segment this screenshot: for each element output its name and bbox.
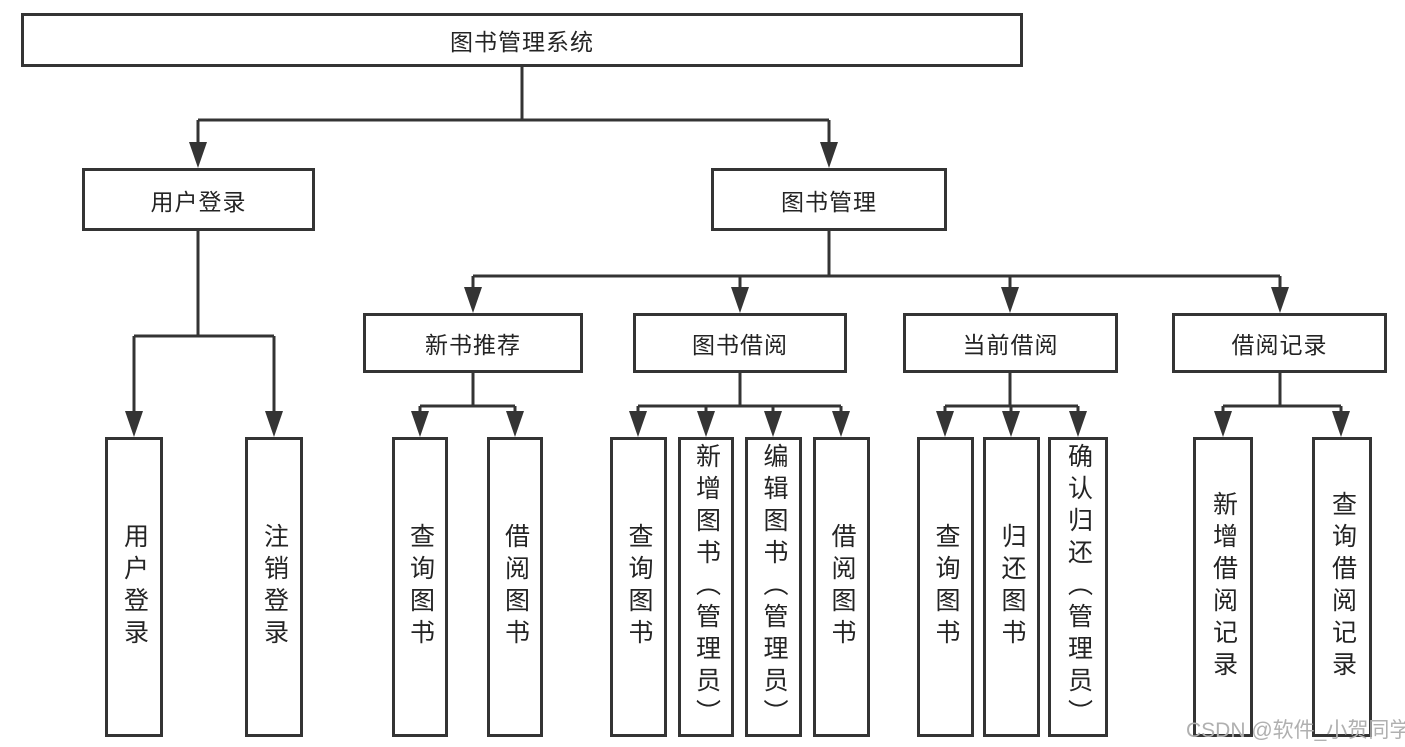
arrowhead-icon — [697, 411, 715, 437]
node-book-borrow: 图书借阅 — [633, 313, 847, 373]
leaf-return-books: 归还图书 — [983, 437, 1040, 737]
leaf-label: 查询借阅记录 — [1328, 491, 1357, 683]
leaf-label: 查询图书 — [625, 523, 653, 651]
node-current-borrow-label: 当前借阅 — [962, 332, 1059, 358]
leaf-label: 编辑图书（管理员） — [760, 443, 788, 731]
node-user-login-label: 用户登录 — [150, 188, 247, 215]
node-new-book-recommend-label: 新书推荐 — [425, 332, 521, 358]
leaf-add-books-admin: 新增图书（管理员） — [678, 437, 734, 737]
leaf-edit-books-admin: 编辑图书（管理员） — [745, 437, 802, 737]
connector — [471, 231, 1282, 290]
node-root-label: 图书管理系统 — [450, 29, 594, 55]
leaf-user-login: 用户登录 — [105, 437, 163, 737]
connector — [943, 373, 1080, 414]
connector — [132, 231, 276, 414]
arrowhead-icon — [189, 142, 207, 168]
leaf-user-login-label: 用户登录 — [120, 523, 149, 651]
leaf-label: 借阅图书 — [501, 523, 530, 651]
connector — [1221, 373, 1343, 414]
arrowhead-icon — [464, 287, 482, 313]
node-borrow-records: 借阅记录 — [1172, 313, 1387, 373]
arrowhead-icon — [125, 411, 143, 437]
leaf-confirm-return-admin: 确认归还（管理员） — [1048, 437, 1108, 737]
leaf-label: 新增借阅记录 — [1209, 491, 1238, 683]
node-root: 图书管理系统 — [21, 13, 1023, 67]
node-user-login: 用户登录 — [82, 168, 315, 231]
arrowhead-icon — [832, 411, 850, 437]
leaf-label: 归还图书 — [998, 523, 1026, 651]
leaf-query-borrow-record: 查询借阅记录 — [1312, 437, 1372, 737]
node-book-management-label: 图书管理 — [781, 188, 877, 215]
connector — [418, 373, 517, 414]
leaf-label: 查询图书 — [406, 523, 435, 651]
arrowhead-icon — [411, 411, 429, 437]
leaf-label: 查询图书 — [932, 523, 960, 651]
leaf-logout: 注销登录 — [245, 437, 303, 737]
arrowhead-icon — [1069, 411, 1087, 437]
arrowhead-icon — [1332, 411, 1350, 437]
leaf-add-borrow-record: 新增借阅记录 — [1193, 437, 1253, 737]
node-current-borrow: 当前借阅 — [903, 313, 1118, 373]
leaf-query-books-current: 查询图书 — [917, 437, 974, 737]
node-book-management: 图书管理 — [711, 168, 947, 231]
arrowhead-icon — [764, 411, 782, 437]
leaf-borrow-books: 借阅图书 — [813, 437, 870, 737]
leaf-logout-label: 注销登录 — [260, 523, 289, 651]
csdn-watermark: CSDN @软件_小贺同学 — [1186, 719, 1405, 742]
connector — [196, 67, 831, 146]
leaf-borrow-books-recommend: 借阅图书 — [487, 437, 543, 737]
arrowhead-icon — [820, 142, 838, 168]
arrowhead-icon — [265, 411, 283, 437]
connector — [636, 373, 843, 414]
arrowhead-icon — [1001, 287, 1019, 313]
leaf-query-books-recommend: 查询图书 — [392, 437, 448, 737]
arrowhead-icon — [1002, 411, 1020, 437]
leaf-label: 确认归还（管理员） — [1064, 443, 1093, 731]
node-borrow-records-label: 借阅记录 — [1231, 332, 1328, 358]
arrowhead-icon — [731, 287, 749, 313]
arrowhead-icon — [629, 411, 647, 437]
arrowhead-icon — [936, 411, 954, 437]
arrowhead-icon — [1214, 411, 1232, 437]
arrowhead-icon — [506, 411, 524, 437]
node-new-book-recommend: 新书推荐 — [363, 313, 583, 373]
node-book-borrow-label: 图书借阅 — [692, 332, 788, 358]
arrowhead-icon — [1271, 287, 1289, 313]
leaf-label: 新增图书（管理员） — [692, 443, 721, 731]
leaf-query-books-borrow: 查询图书 — [610, 437, 667, 737]
leaf-label: 借阅图书 — [828, 523, 856, 651]
